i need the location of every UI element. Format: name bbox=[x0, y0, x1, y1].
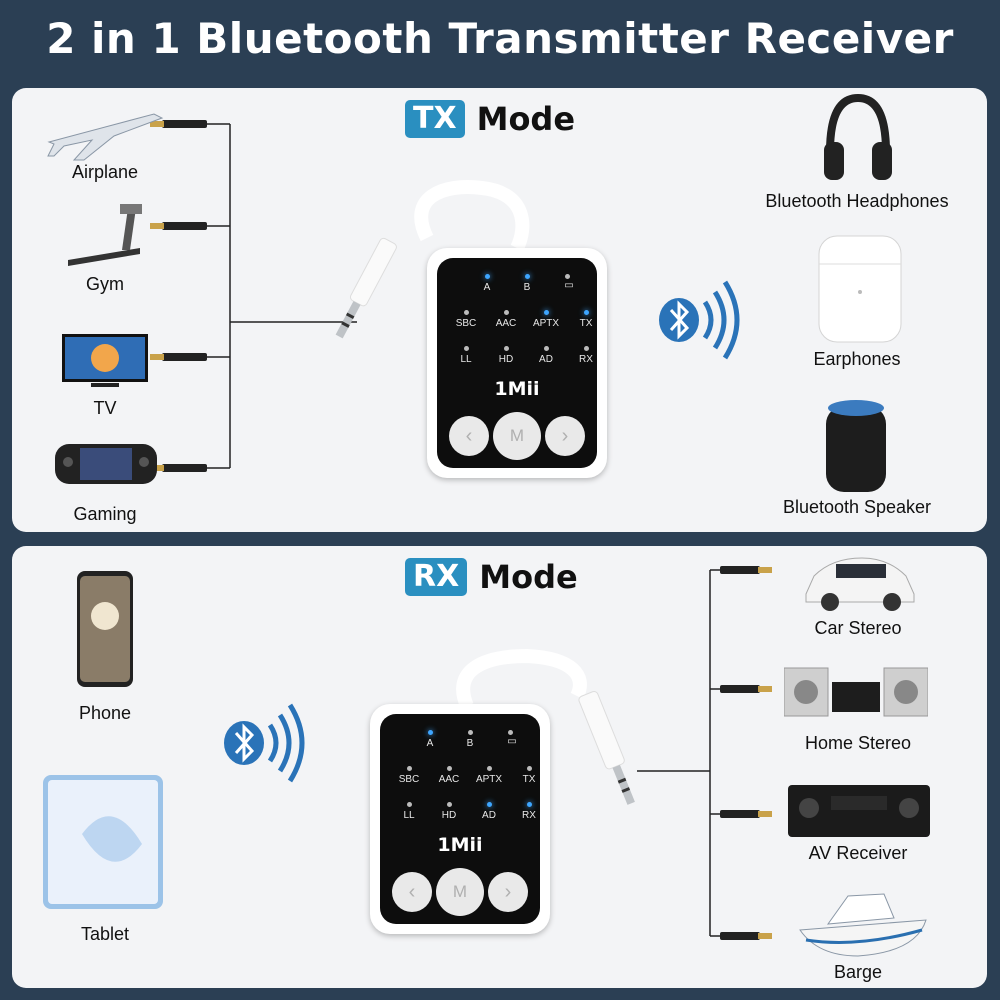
led-ad bbox=[487, 802, 492, 807]
led-a bbox=[485, 274, 490, 279]
tablet-icon bbox=[42, 774, 164, 915]
target-label-bluetooth-speaker: Bluetooth Speaker bbox=[782, 497, 932, 517]
led-tx bbox=[584, 310, 589, 315]
mode-button[interactable]: M bbox=[493, 412, 541, 460]
led-label-ll: LL bbox=[403, 810, 415, 821]
tx-mode-label: Mode bbox=[476, 100, 576, 138]
led-label-sbc: SBC bbox=[398, 774, 420, 785]
led-ll bbox=[407, 802, 412, 807]
prev-button[interactable]: ‹ bbox=[392, 872, 432, 912]
led-label-ad: AD bbox=[482, 810, 496, 821]
led-sbc bbox=[407, 766, 412, 771]
led-a bbox=[428, 730, 433, 735]
led-label-b: B bbox=[523, 282, 531, 293]
led-aptx bbox=[487, 766, 492, 771]
led-label-aac: AAC bbox=[495, 318, 517, 329]
source-label-airplane: Airplane bbox=[71, 162, 139, 182]
led-label-sbc: SBC bbox=[455, 318, 477, 329]
mode-button[interactable]: M bbox=[436, 868, 484, 916]
led-hd bbox=[504, 346, 509, 351]
speaker-icon bbox=[824, 398, 888, 499]
prev-button[interactable]: ‹ bbox=[449, 416, 489, 456]
target-label-earphones: Earphones bbox=[813, 349, 901, 369]
brand-logo: 1Mii bbox=[494, 378, 540, 400]
page-title: 2 in 1 Bluetooth Transmitter Receiver bbox=[46, 14, 954, 63]
target-label-home-stereo: Home Stereo bbox=[804, 733, 912, 753]
bluetooth-icon bbox=[222, 701, 312, 790]
target-label-car-stereo: Car Stereo bbox=[814, 618, 902, 638]
led-label-aac: AAC bbox=[438, 774, 460, 785]
led-rx bbox=[584, 346, 589, 351]
tx-badge: TX bbox=[405, 100, 465, 138]
tx-mode-panel: TX Mode Airplane Gym TV Gaming A B ▭ SBC… bbox=[12, 88, 987, 532]
device-screen: A B ▭ SBC AAC APTX TX LL HD AD RX 1Mii ‹… bbox=[380, 714, 540, 924]
rx-mode-panel: RX Mode Phone Tablet A B ▭ bbox=[12, 546, 987, 988]
rx-mode-heading: RX Mode bbox=[405, 558, 578, 596]
led-label-hd: HD bbox=[441, 810, 457, 821]
led-label-rx: RX bbox=[579, 354, 593, 365]
bluetooth-icon bbox=[657, 278, 747, 367]
battery-icon: ▭ bbox=[507, 736, 517, 747]
led-ad bbox=[544, 346, 549, 351]
led-rx bbox=[527, 802, 532, 807]
led-label-rx: RX bbox=[522, 810, 536, 821]
led-label-aptx: APTX bbox=[475, 774, 503, 785]
led-sbc bbox=[464, 310, 469, 315]
device-screen: A B ▭ SBC AAC APTX TX LL HD AD RX 1Mii ‹… bbox=[437, 258, 597, 468]
rx-badge: RX bbox=[405, 558, 468, 596]
airplane-icon bbox=[44, 102, 164, 167]
tv-icon bbox=[61, 333, 149, 394]
led-label-tx: TX bbox=[579, 318, 593, 329]
led-label-ad: AD bbox=[539, 354, 553, 365]
led-battery bbox=[508, 730, 513, 735]
source-label-gaming: Gaming bbox=[73, 504, 137, 524]
led-label-tx: TX bbox=[522, 774, 536, 785]
next-button[interactable]: › bbox=[488, 872, 528, 912]
handheld-console-icon bbox=[54, 438, 158, 493]
led-aptx bbox=[544, 310, 549, 315]
treadmill-icon bbox=[64, 202, 144, 273]
battery-icon: ▭ bbox=[564, 280, 574, 291]
target-label-bluetooth-headphones: Bluetooth Headphones bbox=[765, 191, 949, 211]
led-label-aptx: APTX bbox=[532, 318, 560, 329]
led-aac bbox=[504, 310, 509, 315]
led-tx bbox=[527, 766, 532, 771]
led-b bbox=[525, 274, 530, 279]
headphones-icon bbox=[822, 92, 894, 189]
led-b bbox=[468, 730, 473, 735]
led-battery bbox=[565, 274, 570, 279]
led-label-b: B bbox=[466, 738, 474, 749]
target-label-barge: Barge bbox=[833, 962, 883, 982]
rx-receiver-device: A B ▭ SBC AAC APTX TX LL HD AD RX 1Mii ‹… bbox=[370, 704, 550, 934]
source-label-phone: Phone bbox=[78, 703, 132, 723]
led-label-a: A bbox=[426, 738, 434, 749]
boat-icon bbox=[798, 886, 928, 965]
led-hd bbox=[447, 802, 452, 807]
earphones-case-icon bbox=[817, 234, 903, 349]
rx-mode-label: Mode bbox=[479, 558, 578, 596]
led-label-ll: LL bbox=[460, 354, 472, 365]
home-stereo-icon bbox=[783, 666, 929, 723]
rx-wiring bbox=[456, 566, 772, 940]
av-receiver-icon bbox=[787, 784, 931, 843]
source-label-gym: Gym bbox=[86, 274, 124, 294]
led-aac bbox=[447, 766, 452, 771]
rx-audio-jacks bbox=[720, 566, 772, 940]
tx-mode-heading: TX Mode bbox=[405, 100, 575, 138]
brand-logo: 1Mii bbox=[437, 834, 483, 856]
car-icon bbox=[802, 550, 918, 617]
led-label-hd: HD bbox=[498, 354, 514, 365]
phone-icon bbox=[76, 570, 134, 693]
led-ll bbox=[464, 346, 469, 351]
next-button[interactable]: › bbox=[545, 416, 585, 456]
tx-transmitter-device: A B ▭ SBC AAC APTX TX LL HD AD RX 1Mii ‹… bbox=[427, 248, 607, 478]
source-label-tablet: Tablet bbox=[80, 924, 130, 944]
target-label-av-receiver: AV Receiver bbox=[808, 843, 908, 863]
source-label-tv: TV bbox=[93, 398, 117, 418]
tx-audio-jacks bbox=[150, 120, 207, 472]
led-label-a: A bbox=[483, 282, 491, 293]
